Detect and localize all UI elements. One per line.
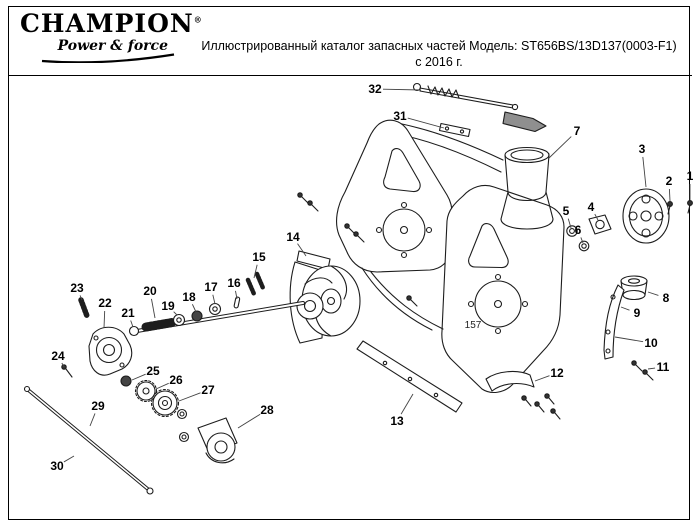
brand-logo: CHAMPION® Power & force	[20, 10, 202, 64]
part-number-21: 21	[121, 306, 135, 320]
leader-line-9	[620, 306, 630, 311]
part-number-19: 19	[161, 299, 175, 313]
part-number-24: 24	[51, 349, 65, 363]
leader-line-32	[382, 88, 422, 91]
skid-bolts-part	[631, 360, 654, 381]
leader-line-26	[155, 382, 169, 390]
leader-line-30	[63, 455, 75, 463]
part-number-7: 7	[574, 124, 581, 138]
part-number-32: 32	[368, 82, 382, 96]
catalog-title: Иллюстрированный каталог запасных частей…	[190, 38, 688, 70]
part-number-29: 29	[91, 399, 105, 413]
scraper-bar-part	[356, 340, 463, 413]
leader-line-15	[253, 264, 258, 279]
pulley-wheel-part	[622, 188, 670, 244]
leader-line-31	[407, 117, 445, 129]
part-number-5: 5	[563, 204, 570, 218]
part-number-27: 27	[201, 383, 215, 397]
brand-tagline: Power & force	[57, 38, 168, 55]
brand-text: CHAMPION®	[20, 10, 202, 37]
part-number-26: 26	[169, 373, 183, 387]
belt-guide-part	[485, 370, 561, 420]
leader-line-21	[130, 320, 134, 328]
part-number-1: 1	[687, 169, 694, 183]
catalog-title-line2: с 2016 г.	[415, 55, 463, 69]
leader-line-20	[151, 298, 156, 319]
leader-line-23	[79, 295, 83, 301]
leader-line-19	[173, 311, 178, 316]
part-number-12: 12	[550, 366, 564, 380]
header-divider	[8, 75, 692, 76]
part-number-25: 25	[146, 364, 160, 378]
part-number-18: 18	[182, 290, 196, 304]
leader-line-10	[614, 336, 644, 343]
part-number-3: 3	[639, 142, 646, 156]
part-number-28: 28	[260, 403, 274, 417]
hex-bolts-part	[667, 200, 693, 215]
leader-line-16	[235, 290, 238, 300]
leader-line-22	[103, 310, 106, 329]
impeller-assembly-part	[289, 250, 361, 344]
leader-line-7	[548, 136, 572, 159]
part-number-14: 14	[286, 230, 300, 244]
side-bracket-part	[603, 284, 625, 360]
leader-line-25	[131, 373, 146, 381]
part-number-20: 20	[143, 284, 157, 298]
part-number-13: 13	[390, 414, 404, 428]
part-number-6: 6	[575, 223, 582, 237]
part-number-22: 22	[98, 296, 112, 310]
spool-pulley-part	[620, 275, 648, 301]
leader-line-18	[191, 304, 197, 313]
leader-line-14	[297, 243, 307, 257]
part-number-2: 2	[666, 174, 673, 188]
chute-rod-part	[412, 82, 519, 111]
callout-labels: 1234567891011121314151617181920212223242…	[50, 82, 693, 473]
bearing-flange-part	[566, 214, 612, 252]
page-border	[8, 6, 690, 520]
part-number-16: 16	[227, 276, 241, 290]
leader-line-12	[534, 375, 550, 382]
auger-housing-part	[336, 119, 565, 394]
leader-line-4	[594, 213, 599, 221]
leader-line-8	[647, 291, 659, 296]
friction-wheel-part	[178, 417, 238, 464]
part-number-17: 17	[204, 280, 218, 294]
auger-shaft-part	[128, 296, 305, 337]
part-number-30: 30	[50, 459, 64, 473]
part-number-9: 9	[634, 306, 641, 320]
leader-line-24	[61, 362, 65, 368]
leader-line-11	[647, 367, 656, 370]
hex-shaft-part	[23, 385, 154, 495]
bearing-bracket-part	[61, 297, 133, 387]
leader-line-5	[567, 218, 572, 229]
part-number-11: 11	[657, 360, 670, 374]
flat-bracket-part	[438, 122, 471, 138]
leader-line-3	[642, 156, 647, 188]
handle-grip-part	[502, 111, 547, 133]
tagline-swoosh-icon	[41, 53, 175, 64]
catalog-title-line1: Иллюстрированный каталог запасных частей…	[201, 39, 677, 53]
part-number-15: 15	[252, 250, 266, 264]
part-number-8: 8	[663, 291, 670, 305]
housing-ref-label: 157	[465, 320, 482, 331]
brand-name: CHAMPION	[20, 9, 194, 38]
worm-gear-part	[134, 379, 188, 420]
chute-base-part	[500, 146, 554, 230]
leader-line-28	[237, 413, 261, 429]
part-number-23: 23	[70, 281, 84, 295]
part-number-4: 4	[588, 200, 595, 214]
registered-mark: ®	[193, 14, 202, 25]
leader-line-2	[668, 188, 671, 202]
leader-line-17	[212, 294, 216, 305]
leader-line-29	[89, 413, 96, 427]
housing-bolts-part	[297, 192, 418, 307]
part-number-31: 31	[393, 109, 407, 123]
leader-line-13	[400, 393, 414, 415]
leader-line-6	[580, 237, 584, 244]
cotter-pins-part	[245, 271, 266, 297]
part-number-10: 10	[644, 336, 658, 350]
leader-line-27	[178, 392, 201, 402]
